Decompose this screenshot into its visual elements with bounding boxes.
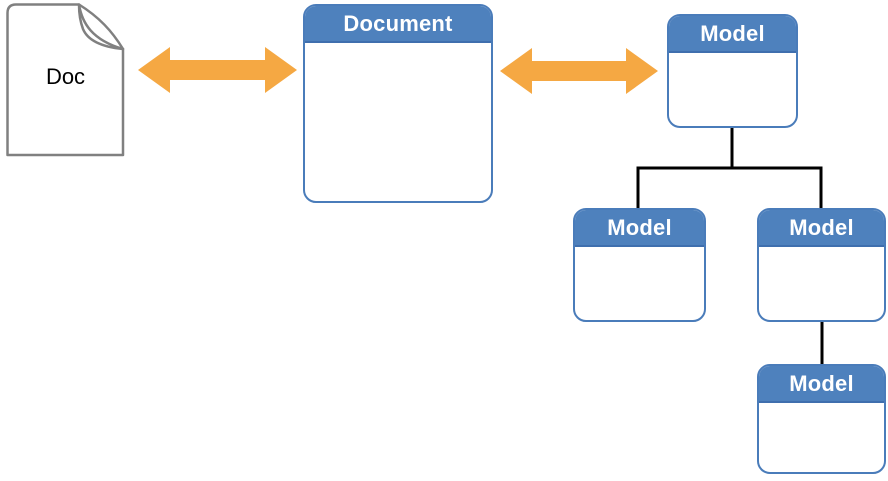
model-root-box: Model: [667, 14, 798, 128]
double-arrow-icon: [500, 48, 658, 94]
double-arrow-icon: [138, 47, 297, 93]
model-child-left-box: Model: [573, 208, 706, 322]
model-root-box-title: Model: [669, 16, 796, 53]
tree-connector-lines: [636, 127, 824, 365]
page-curl-icon: [6, 3, 125, 157]
document-box: Document: [303, 4, 493, 203]
model-child-right-box-title: Model: [759, 210, 884, 247]
model-grandchild-box: Model: [757, 364, 886, 474]
model-grandchild-box-title: Model: [759, 366, 884, 403]
doc-file-icon: Doc: [5, 2, 126, 158]
doc-label: Doc: [45, 64, 86, 89]
document-box-title: Document: [305, 6, 491, 43]
model-child-left-box-title: Model: [575, 210, 704, 247]
model-child-right-box: Model: [757, 208, 886, 322]
